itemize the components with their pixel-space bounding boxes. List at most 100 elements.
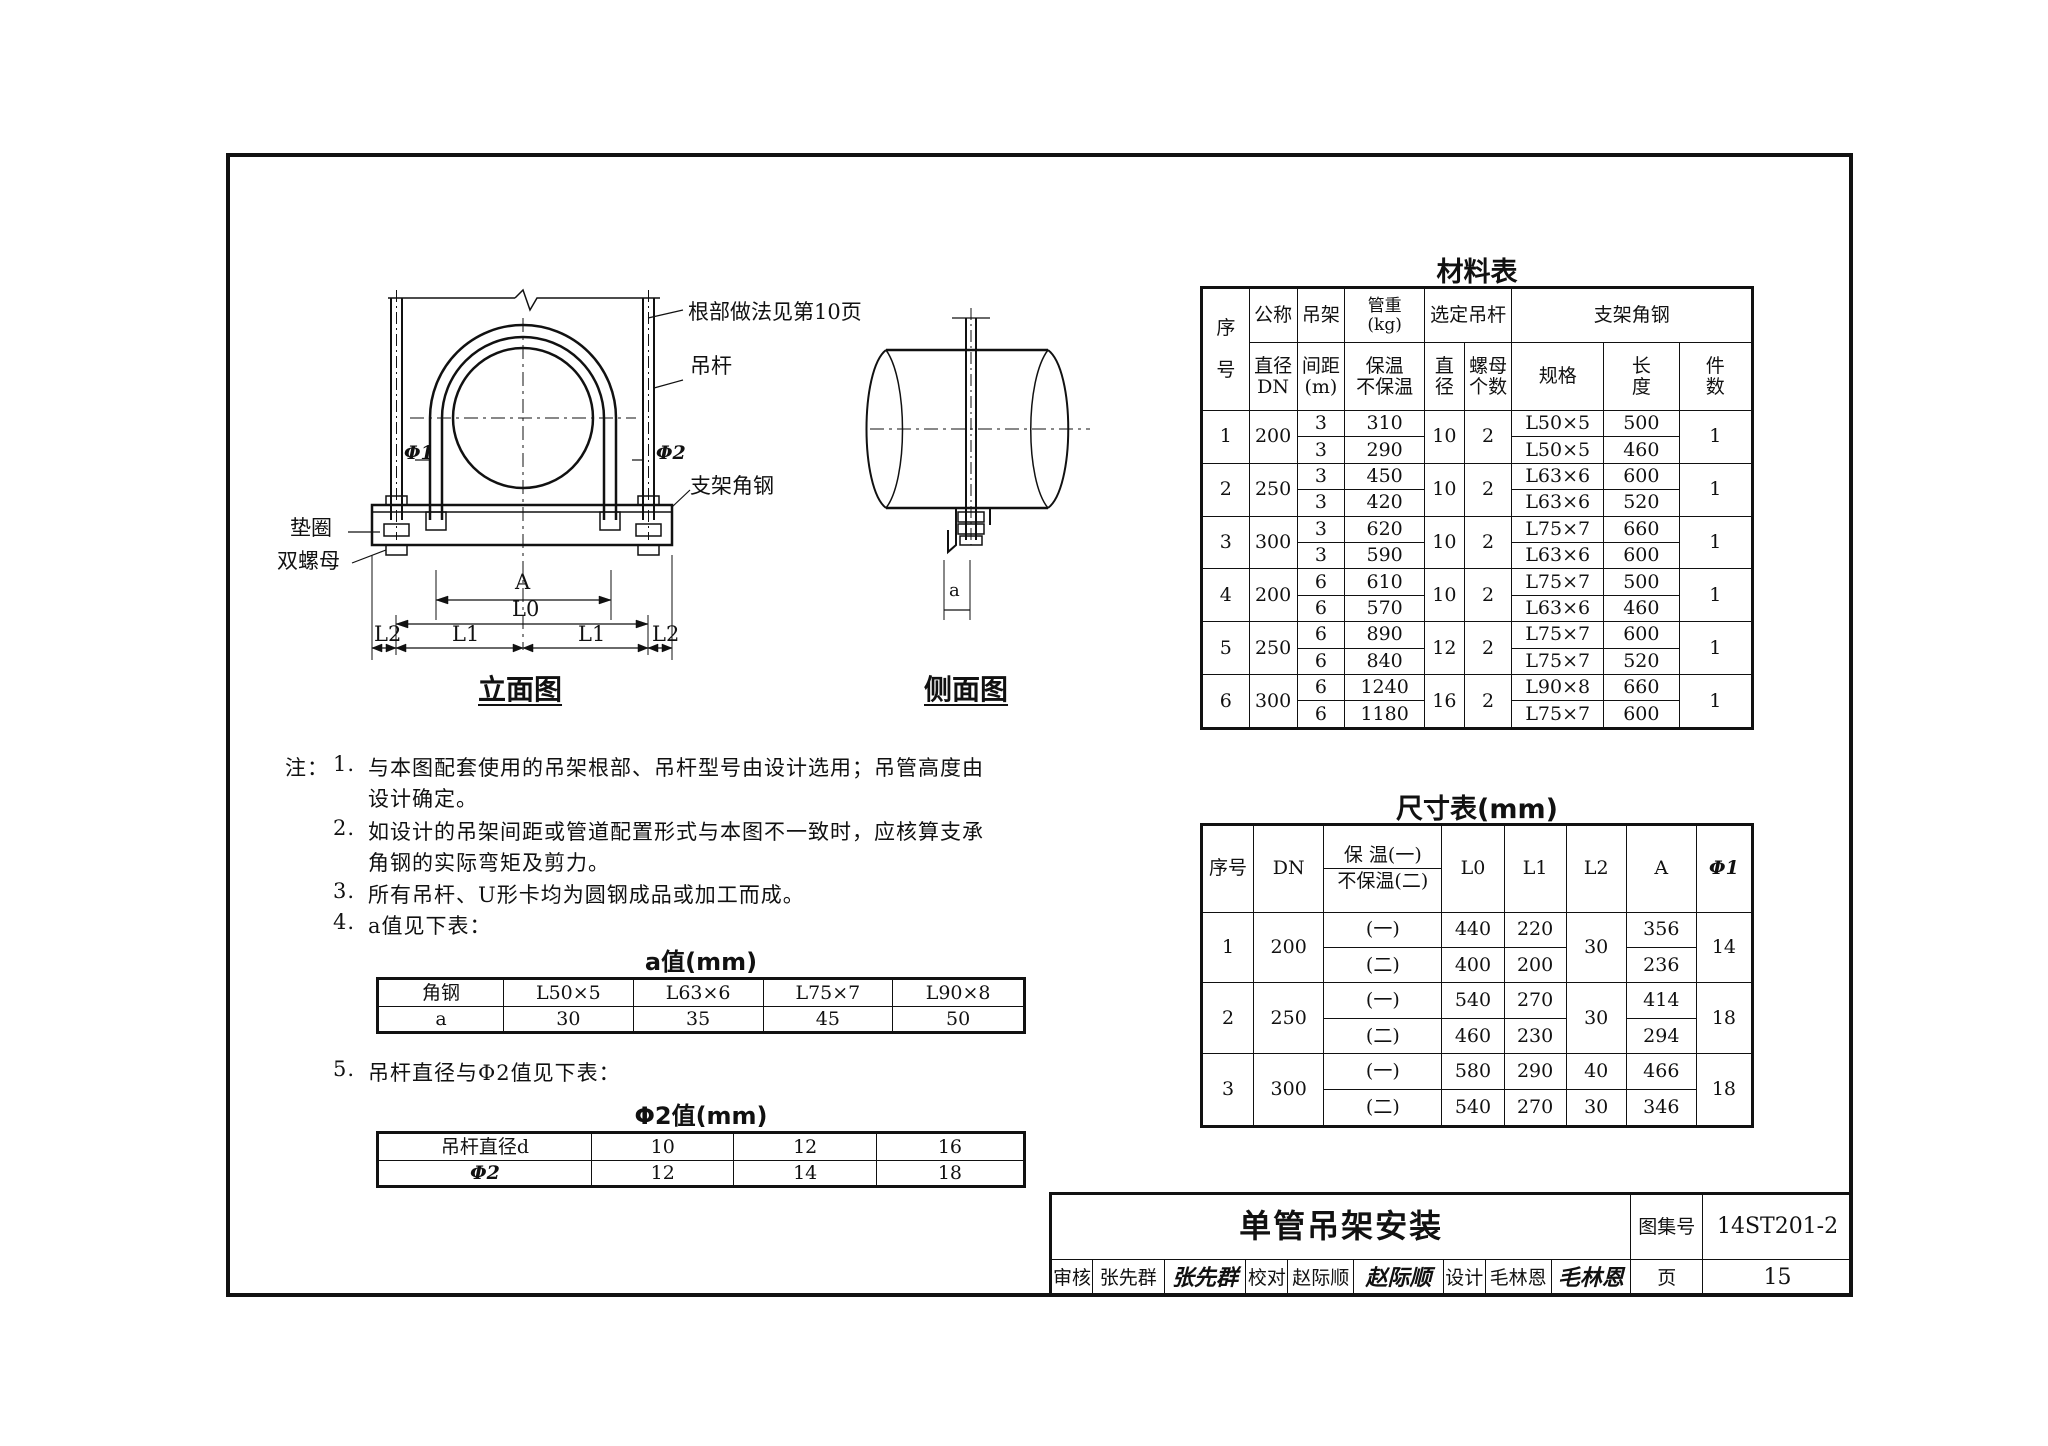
st-cell: 580 [1441,1053,1505,1090]
st-cell: (二) [1323,1017,1443,1055]
st-cell: 460 [1441,1017,1505,1055]
mt-cell: 16 [1423,673,1465,730]
mt-cell: 3 [1296,409,1346,438]
st-cell: 30 [1565,911,1627,984]
dim-l2-right-label: L2 [652,622,680,646]
title-block: 单管吊架安装 图集号 14ST201-2 审核 张先群 张先群 校对 赵际顺 赵… [1049,1192,1853,1297]
st-header-l2: L2 [1565,824,1627,913]
page-label: 页 [1630,1259,1704,1297]
check-signature: 赵际顺 [1353,1259,1444,1297]
mt-cell: 420 [1344,489,1425,517]
mt-cell: 840 [1344,647,1425,675]
mt-cell: 310 [1344,409,1425,438]
st-cell: 270 [1503,1088,1567,1128]
st-cell: 346 [1625,1088,1697,1128]
mt-cell: 1 [1201,410,1250,464]
st-header-l0: L0 [1441,824,1505,913]
a-table-cell: a [377,1006,504,1033]
mt-cell: 6 [1296,700,1346,729]
st-cell: 356 [1625,911,1697,948]
mt-cell: 1 [1678,462,1754,517]
mt-header-span-2: 间距(m) [1296,342,1346,411]
mt-cell: 2 [1201,462,1250,517]
mt-cell: L63×6 [1511,541,1605,570]
note-5-number: 5. [333,1057,356,1081]
mt-cell: 1 [1678,568,1754,623]
a-value-table: 角钢 L50×5 L63×6 L75×7 L90×8 a 30 35 45 50 [376,977,1026,1034]
mt-cell: 6 [1296,568,1346,596]
st-cell: 40 [1565,1053,1627,1090]
mt-cell: 1 [1678,410,1754,464]
st-cell: 230 [1503,1017,1567,1055]
mt-cell: 610 [1344,568,1425,596]
mt-header-rod-d: 直径 [1423,342,1465,411]
mt-cell: 2 [1463,410,1513,464]
mt-cell: 1 [1678,621,1754,675]
st-cell: 540 [1441,1088,1505,1128]
drawing-sheet [226,153,1853,1297]
phi1-label: Φ1 [404,442,434,464]
note-2-line-1: 如设计的吊架间距或管道配置形式与本图不一致时，应核算支承 [368,820,984,844]
dim-l1-left-label: L1 [452,622,480,646]
mt-cell: 590 [1344,541,1425,570]
mt-cell: L63×6 [1511,462,1605,491]
a-table-header-cell: L75×7 [762,978,894,1007]
dim-a-side-label: a [949,580,960,601]
st-header-l1: L1 [1503,824,1567,913]
note-4-line-1: a值见下表： [368,914,492,938]
st-cell: 414 [1625,982,1697,1019]
mt-cell: 6 [1296,673,1346,702]
size-table-title: 尺寸表(mm) [1396,794,1558,825]
phi2-table-cell: 吊杆直径d [377,1132,592,1161]
mt-header-dn: 公称 [1248,286,1298,344]
st-cell: 270 [1503,982,1567,1019]
angle-steel-label: 支架角钢 [690,474,774,498]
st-cell: 250 [1253,982,1325,1055]
mt-cell: 12 [1423,621,1465,675]
mt-cell: L63×6 [1511,594,1605,623]
mt-cell: 520 [1603,489,1680,517]
mt-cell: 3 [1296,489,1346,517]
mt-cell: 6 [1296,647,1346,675]
mt-cell: 600 [1603,621,1680,649]
st-cell: 2 [1200,982,1255,1055]
design-name: 毛林恩 [1484,1259,1552,1297]
phi2-label: Φ2 [656,442,686,464]
mt-cell: 570 [1344,594,1425,623]
mt-header-rod: 选定吊杆 [1423,286,1513,344]
a-table-cell: 30 [503,1006,634,1033]
mt-cell: L50×5 [1511,409,1605,438]
a-table-header-cell: L90×8 [892,978,1025,1007]
mt-cell: 600 [1603,700,1680,729]
mt-cell: 10 [1423,568,1465,623]
mt-cell: 520 [1603,647,1680,675]
mt-cell: 1240 [1344,673,1425,702]
mt-cell: 250 [1248,462,1298,517]
a-table-header-cell: L63×6 [632,978,764,1007]
mt-cell: 620 [1344,515,1425,543]
mt-cell: 3 [1296,541,1346,570]
a-table-header-cell: L50×5 [503,978,634,1007]
mt-cell: L75×7 [1511,621,1605,649]
st-cell: (二) [1323,946,1443,984]
atlas-number: 14ST201-2 [1702,1193,1853,1260]
mt-cell: 200 [1248,410,1298,464]
st-header-insulation: 保 温(一) 不保温(二) [1323,824,1443,913]
mt-cell: L75×7 [1511,700,1605,729]
dim-l1-right-label: L1 [578,622,606,646]
mt-cell: 2 [1463,462,1513,517]
a-table-cell: 45 [762,1006,894,1033]
note-1-line-2: 设计确定。 [368,787,478,811]
check-name: 赵际顺 [1287,1259,1355,1297]
phi2-table-cell: 18 [875,1160,1026,1187]
mt-cell: L90×8 [1511,673,1605,702]
atlas-label: 图集号 [1630,1193,1704,1260]
mt-cell: 2 [1463,673,1513,730]
